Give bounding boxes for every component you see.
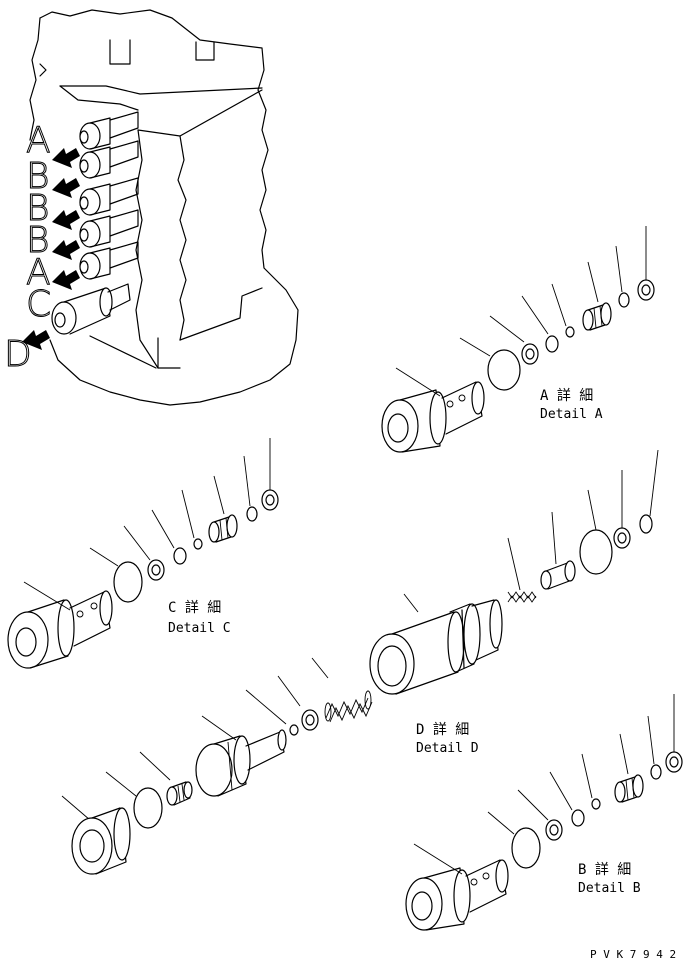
arrow-icon xyxy=(52,148,80,168)
valve-spools xyxy=(51,111,139,335)
detail-a-label: Detail A xyxy=(540,407,603,422)
arrow-icon xyxy=(52,240,80,260)
position-letters: A B B B A C D xyxy=(4,120,52,376)
arrow-icon xyxy=(52,270,80,290)
spring-seat xyxy=(618,292,630,308)
detail-a-label-jp: A 詳 細 xyxy=(540,388,593,404)
detail-d-label: Detail D xyxy=(416,741,479,756)
position-letter: A xyxy=(26,252,51,293)
position-letter: C xyxy=(26,284,51,325)
o-ring xyxy=(133,787,163,829)
o-ring xyxy=(113,561,143,603)
valve-housing xyxy=(369,599,503,695)
seal-ring xyxy=(173,547,187,565)
spool-4 xyxy=(79,209,139,248)
detail-a-assembly xyxy=(381,226,655,453)
end-cap xyxy=(71,807,131,875)
indicator-arrows xyxy=(22,148,80,350)
ball xyxy=(193,538,203,550)
arrow-icon xyxy=(52,178,80,198)
seal-ring xyxy=(639,514,653,534)
spool-3 xyxy=(79,177,139,216)
poppet xyxy=(582,302,612,331)
spring-small xyxy=(507,591,537,603)
o-ring xyxy=(511,827,541,869)
position-letter: B xyxy=(26,156,50,197)
ball xyxy=(289,724,299,736)
detail-b-label: Detail B xyxy=(578,881,641,896)
seal-ring xyxy=(571,809,585,827)
main-spool xyxy=(195,729,287,797)
control-valve-body xyxy=(29,9,299,406)
spring-seat xyxy=(650,764,662,780)
spool-2 xyxy=(79,140,139,179)
detail-b-label-jp: B 詳 細 xyxy=(578,862,631,878)
drawing-code: P V K 7 9 4 2 xyxy=(590,948,676,961)
detail-c-label: Detail C xyxy=(168,621,231,636)
spool-1 xyxy=(79,111,139,150)
piston xyxy=(540,560,576,590)
spool-5 xyxy=(79,241,139,280)
position-letter: A xyxy=(26,120,51,161)
arrow-icon xyxy=(22,330,50,350)
ball xyxy=(591,798,601,810)
arrow-icon xyxy=(52,210,80,230)
spring-seat xyxy=(166,781,193,806)
detail-d-assembly xyxy=(61,449,659,875)
ball xyxy=(565,326,575,338)
poppet xyxy=(614,774,644,803)
relief-valve-body xyxy=(7,590,113,669)
detail-c-label-jp: C 詳 細 xyxy=(168,600,221,616)
position-letter: B xyxy=(26,188,50,229)
poppet xyxy=(208,514,238,543)
o-ring xyxy=(487,349,521,391)
relief-valve-body xyxy=(381,381,485,453)
detail-c-assembly xyxy=(7,438,279,669)
position-letter: D xyxy=(4,334,32,375)
detail-b-assembly xyxy=(405,694,683,931)
position-letter: B xyxy=(26,220,50,261)
spool-6 xyxy=(51,283,131,335)
seal-ring xyxy=(545,335,559,353)
relief-valve-body xyxy=(405,859,509,931)
detail-d-label-jp: D 詳 細 xyxy=(416,722,469,738)
spring-large xyxy=(324,690,373,723)
o-ring xyxy=(579,529,613,575)
spring-seat xyxy=(246,506,258,522)
